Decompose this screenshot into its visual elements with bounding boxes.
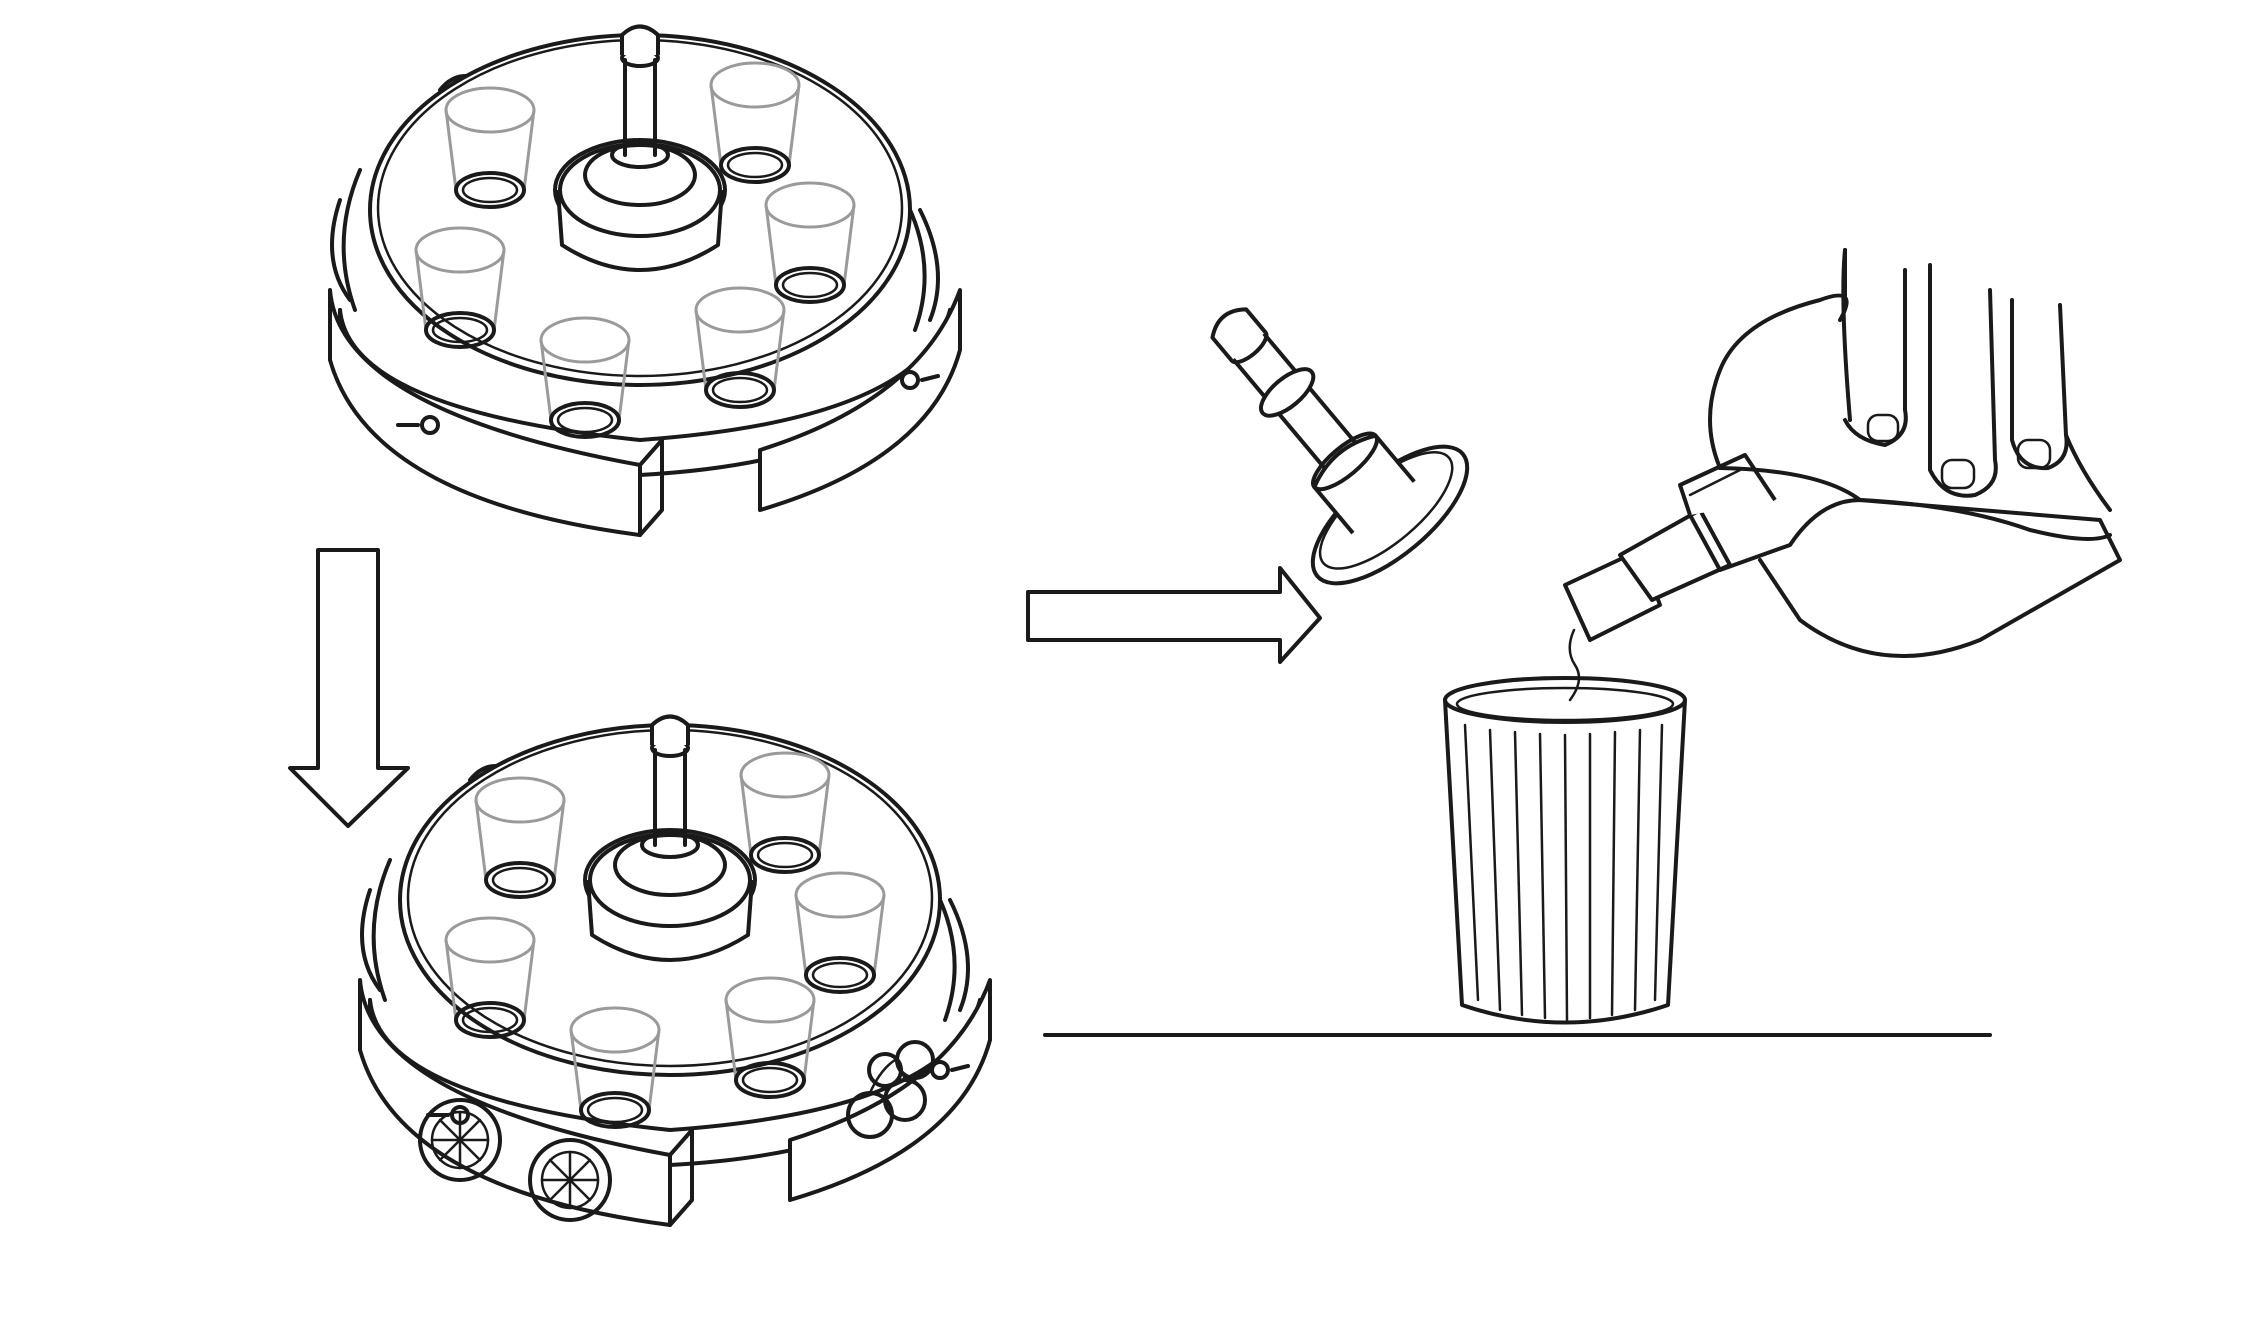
pouring-into-cylinder: [1043, 248, 2122, 1037]
cylinder-container: [1443, 676, 1687, 1025]
stand-with-empty-drawers: [328, 24, 962, 537]
dispenser-head: [1210, 307, 1470, 586]
right-arrow: [1026, 566, 1322, 664]
bottle: [1563, 453, 2122, 658]
liquid-stream: [1568, 628, 1581, 702]
down-arrow: [288, 548, 410, 828]
hand: [1708, 248, 2112, 541]
stand-with-fruit-drawers: [358, 714, 992, 1227]
cherries: [846, 1040, 935, 1139]
citrus-slices: [418, 1098, 612, 1222]
